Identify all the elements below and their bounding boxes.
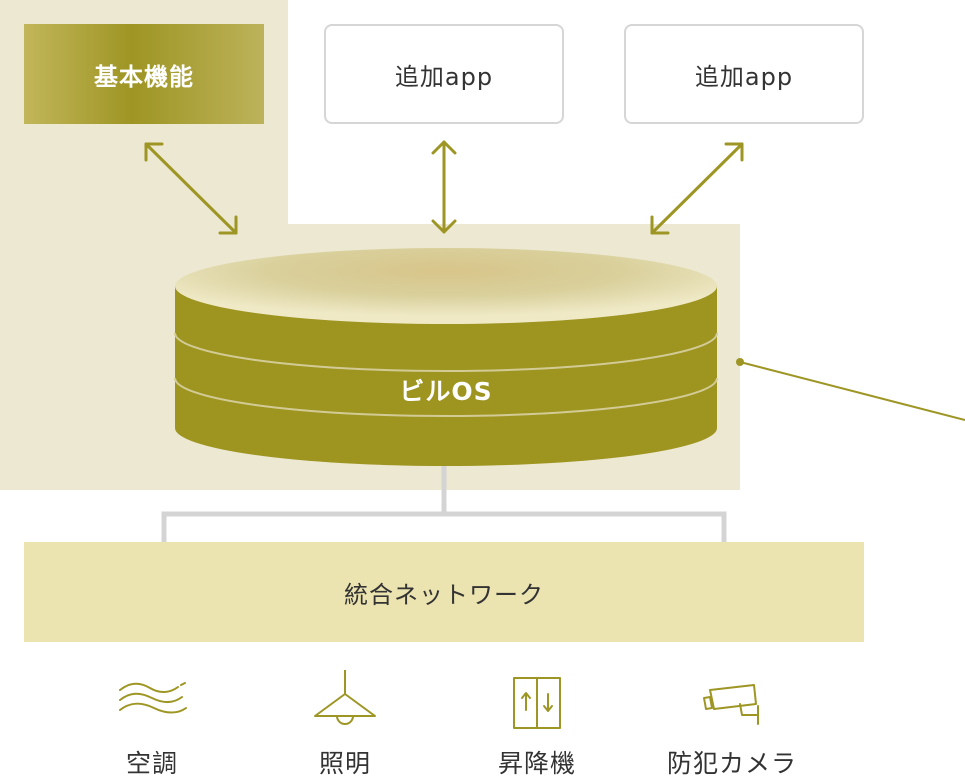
bidirectional-arrows [144, 140, 744, 235]
arrow-app1-to-os [431, 140, 457, 234]
callout-leader-line [736, 358, 965, 421]
additional-app-label: 追加app [394, 62, 494, 91]
pendant-lamp-icon [314, 670, 376, 725]
air-conditioning-wind-icon [119, 682, 187, 714]
device-label-air-conditioning: 空調 [125, 749, 178, 778]
additional-app-label: 追加app [694, 62, 794, 91]
security-camera-icon [703, 684, 759, 725]
device-label-elevator: 昇降機 [497, 749, 576, 778]
elevator-icon [513, 677, 561, 729]
network-connector [161, 462, 727, 542]
arrow-basic-to-os [144, 142, 238, 235]
integrated-network-bar: 統合ネットワーク [24, 542, 864, 642]
building-os-label: ビルOS [399, 377, 493, 406]
integrated-network-label: 統合ネットワーク [344, 580, 544, 609]
building-os-cylinder [174, 248, 718, 466]
device-label-security-camera: 防犯カメラ [666, 749, 797, 778]
basic-function-label: 基本機能 [94, 62, 194, 91]
device-label-lighting: 照明 [318, 749, 371, 778]
basic-function-box: 基本機能 [24, 24, 264, 124]
additional-app-box-1: 追加app [324, 24, 564, 124]
additional-app-box-2: 追加app [624, 24, 864, 124]
arrow-app2-to-os [650, 142, 744, 235]
